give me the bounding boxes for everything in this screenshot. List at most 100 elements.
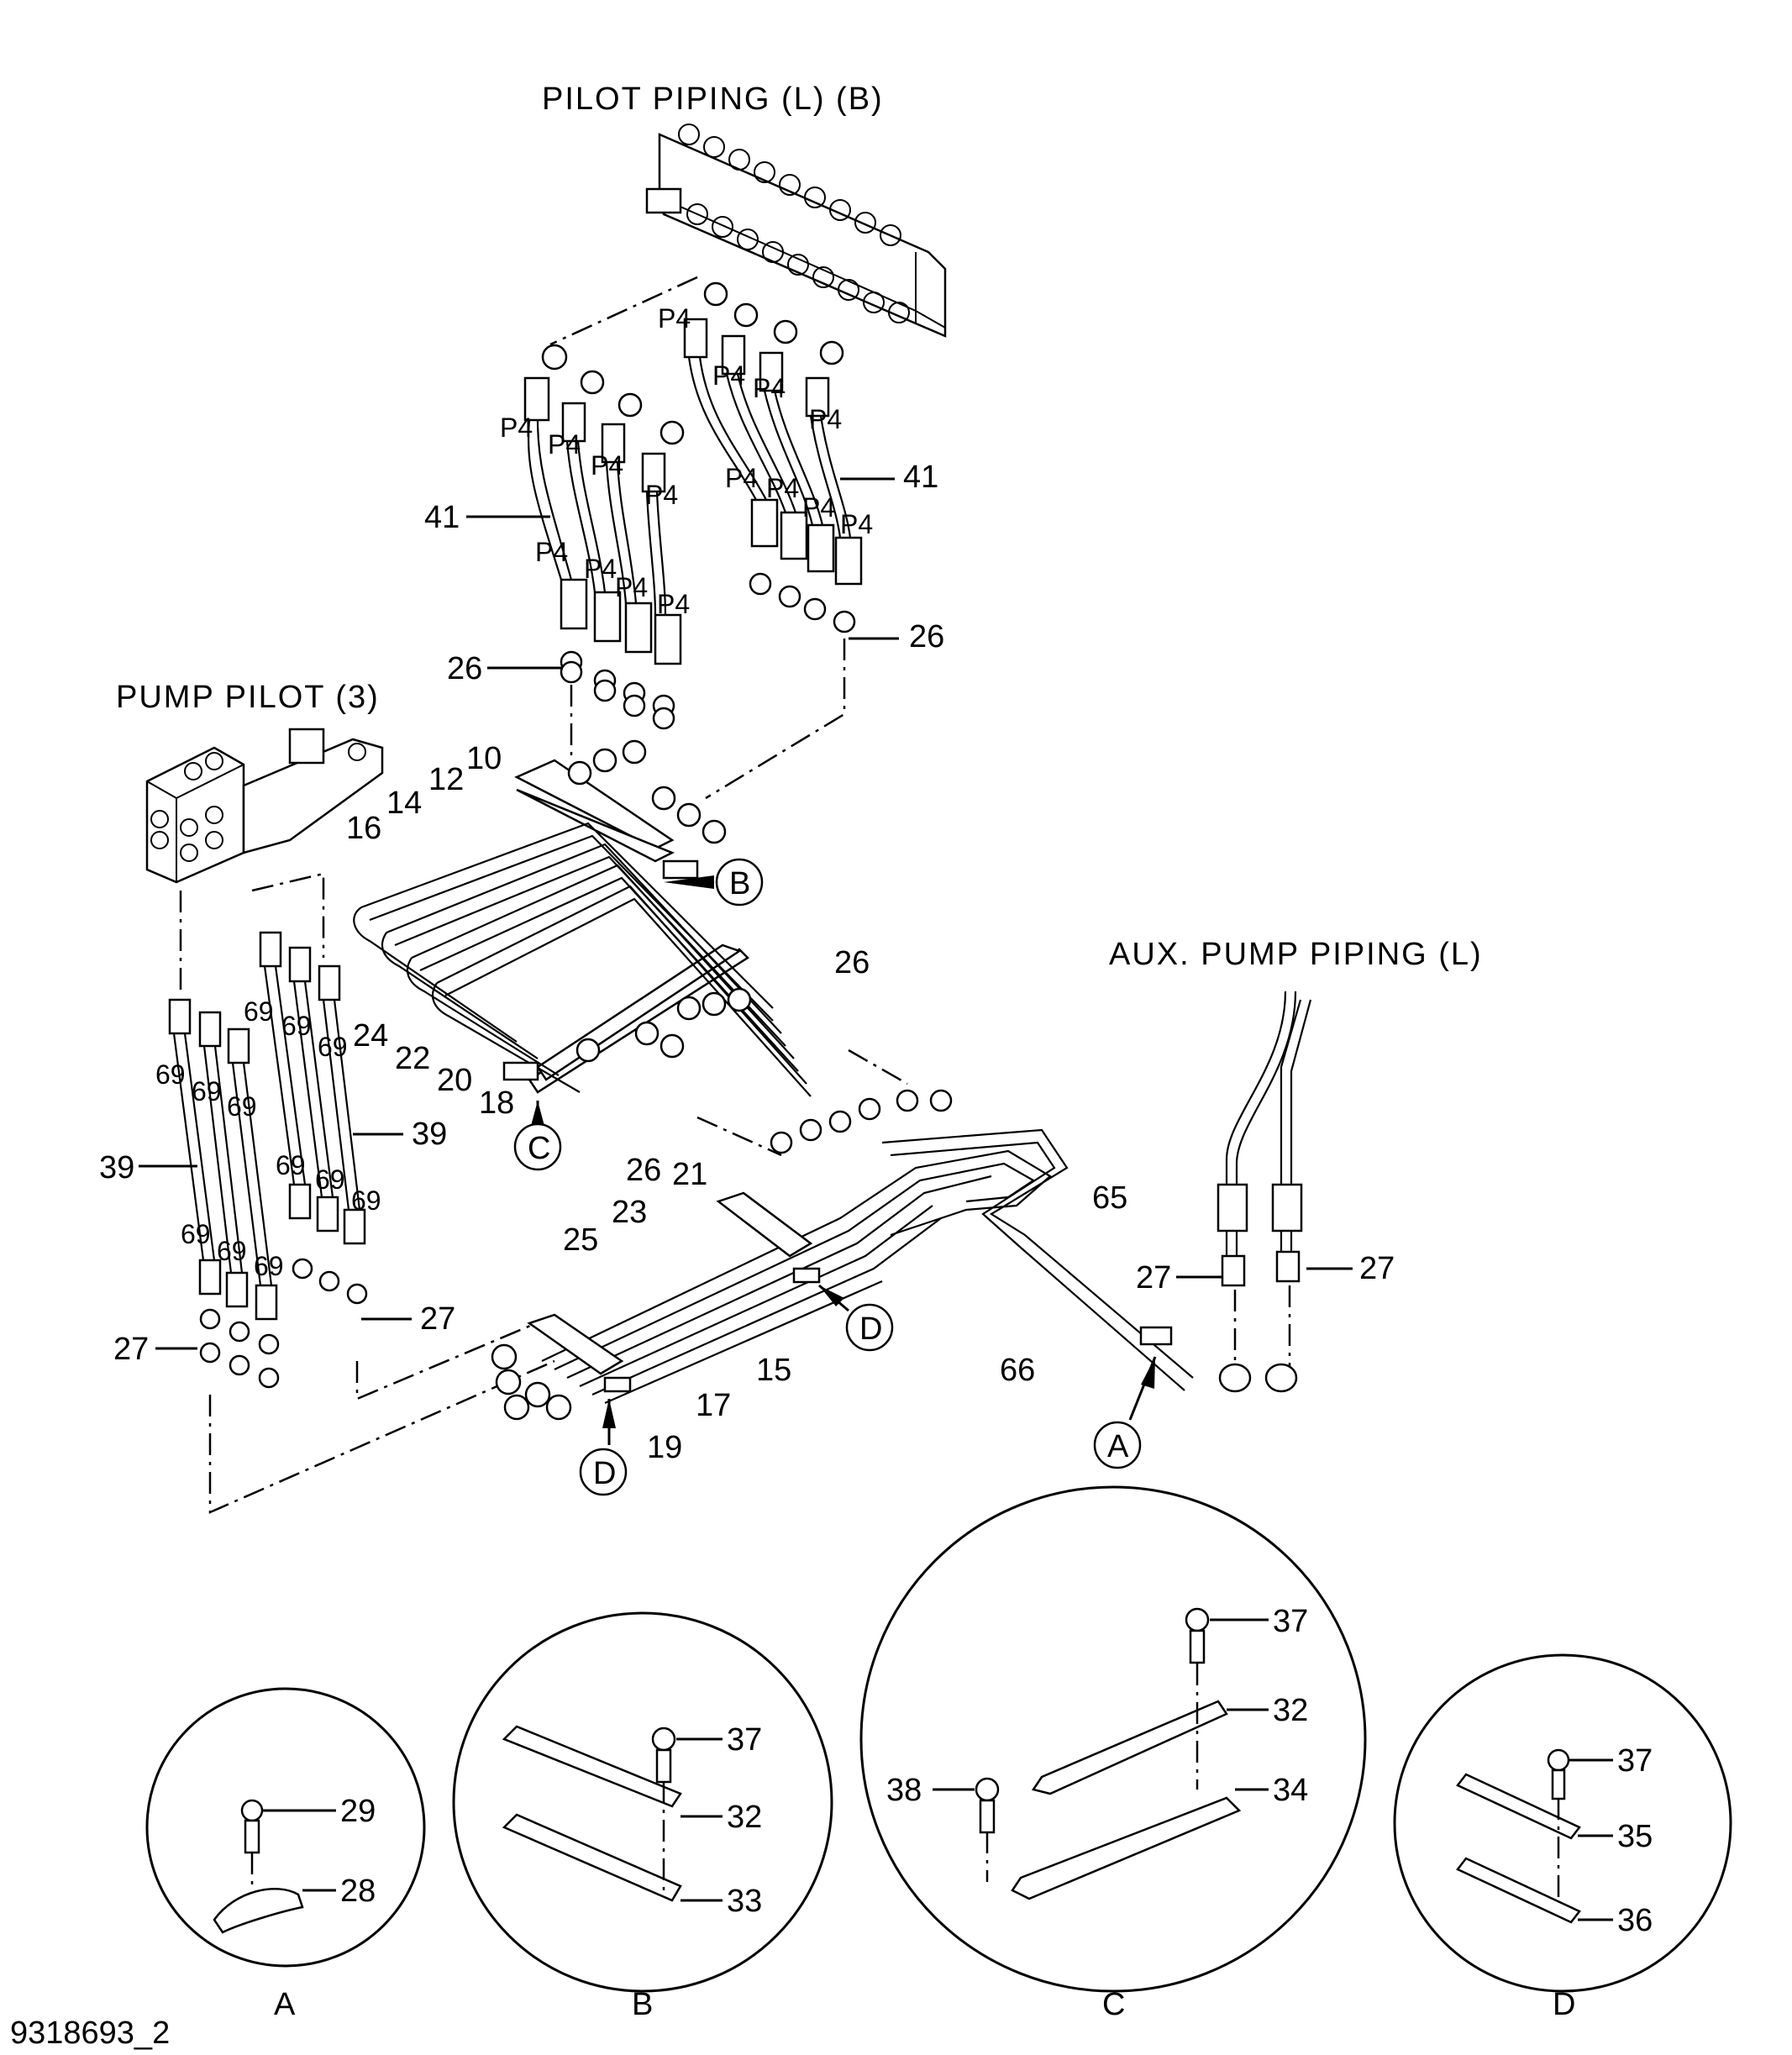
detail-marker-a: A [1093,1356,1157,1469]
callout-27: 27 [1136,1260,1171,1296]
title-aux-pump-piping: AUX. PUMP PIPING (L) [1109,937,1483,972]
callout-69: 69 [181,1219,211,1249]
callout-28: 28 [340,1874,376,1909]
callout-36: 36 [1617,1903,1653,1938]
callout-26: 26 [626,1153,661,1188]
main-pipe-bundle-upper [353,739,812,1097]
callout-69: 69 [217,1236,247,1266]
callout-39: 39 [412,1117,447,1152]
callout-p4: P4 [548,429,581,460]
callout-p4: P4 [584,554,617,584]
callout-18: 18 [479,1085,514,1121]
callout-23: 23 [612,1195,647,1230]
callout-37: 37 [727,1722,762,1758]
detail-label-c: C [1102,1987,1125,2022]
callout-34: 34 [1273,1773,1308,1808]
callout-69: 69 [227,1091,257,1122]
svg-text:D: D [859,1311,882,1347]
callout-41: 41 [424,500,460,535]
callout-69: 69 [315,1164,345,1195]
left-hose-group [523,344,685,730]
svg-text:C: C [528,1131,550,1166]
callout-26: 26 [909,619,944,654]
callout-38: 38 [886,1773,922,1808]
callout-19: 19 [647,1430,682,1465]
right-hose-group [683,281,863,633]
callout-33: 33 [727,1884,762,1919]
callout-p4: P4 [809,404,842,434]
callout-20: 20 [437,1063,472,1098]
detail-view-c: 37 32 34 38 C [859,1485,1367,2022]
callout-p4: P4 [766,473,799,503]
callout-12: 12 [428,762,464,797]
callout-15: 15 [756,1353,791,1388]
callout-69: 69 [318,1032,348,1062]
svg-text:B: B [729,866,750,901]
callout-21: 21 [672,1157,707,1192]
callout-p4: P4 [535,537,568,567]
callout-32: 32 [727,1800,762,1835]
callout-p4: P4 [657,589,690,619]
callout-69: 69 [281,1011,312,1041]
callout-39: 39 [99,1150,134,1185]
detail-label-a: A [274,1987,296,2022]
callout-p4: P4 [615,572,648,602]
detail-marker-d: D [818,1284,894,1352]
detail-label-b: B [632,1987,653,2022]
callout-10: 10 [466,741,502,776]
connection-lines [179,276,1291,1514]
callout-p4: P4 [658,303,691,334]
pilot-valve-block [645,124,947,338]
callout-14: 14 [386,786,422,821]
callout-69: 69 [276,1150,306,1180]
callout-69: 69 [155,1059,186,1090]
callout-22: 22 [395,1041,430,1076]
title-pump-pilot: PUMP PILOT (3) [116,680,380,715]
callout-25: 25 [563,1222,598,1258]
callout-69: 69 [351,1185,381,1216]
detail-markers-main: B C D D A [513,858,1157,1496]
callout-24: 24 [353,1018,388,1054]
callout-69: 69 [192,1076,222,1106]
svg-text:D: D [593,1456,616,1491]
leader-lines [139,477,1353,1350]
detail-marker-d: D [579,1399,628,1496]
callout-16: 16 [346,811,381,846]
main-pipe-bundle-lower [491,991,1312,1421]
pump-pilot-hoses [168,931,368,1389]
callout-27: 27 [113,1332,149,1367]
callout-26: 26 [834,945,870,980]
callout-p4: P4 [725,463,758,493]
callout-66: 66 [1000,1353,1035,1388]
callout-p4: P4 [591,450,623,481]
callouts-main: P4 P4 P4 P4 P4 P4 P4 P4 P4 P4 P4 P4 P4 P… [99,303,1395,1465]
callout-p4: P4 [753,373,786,403]
detail-label-d: D [1553,1987,1575,2022]
callout-p4: P4 [712,360,745,391]
callout-p4: P4 [645,480,678,510]
callout-35: 35 [1617,1819,1653,1854]
detail-view-a: 29 28 A [145,1687,426,2022]
detail-marker-c: C [513,1101,562,1171]
callout-27: 27 [420,1301,455,1337]
drawing-number: 9318693_2 [10,2016,170,2051]
title-pilot-piping: PILOT PIPING (L) (B) [542,81,884,117]
callout-17: 17 [696,1388,731,1423]
callout-26: 26 [447,651,482,686]
detail-view-b: 37 32 33 B [452,1611,833,2022]
pump-pilot-block [145,728,384,884]
svg-text:A: A [1107,1429,1129,1464]
callout-65: 65 [1092,1180,1127,1216]
detail-view-d: 37 35 36 D [1393,1653,1732,2022]
callout-41: 41 [903,460,938,495]
callout-32: 32 [1273,1693,1308,1728]
callout-27: 27 [1359,1251,1395,1286]
detail-marker-b: B [664,858,764,907]
callout-37: 37 [1617,1743,1653,1779]
callout-p4: P4 [840,509,873,539]
callout-69: 69 [244,996,274,1027]
callout-p4: P4 [500,413,533,443]
callout-p4: P4 [802,492,835,523]
callout-37: 37 [1273,1604,1308,1639]
